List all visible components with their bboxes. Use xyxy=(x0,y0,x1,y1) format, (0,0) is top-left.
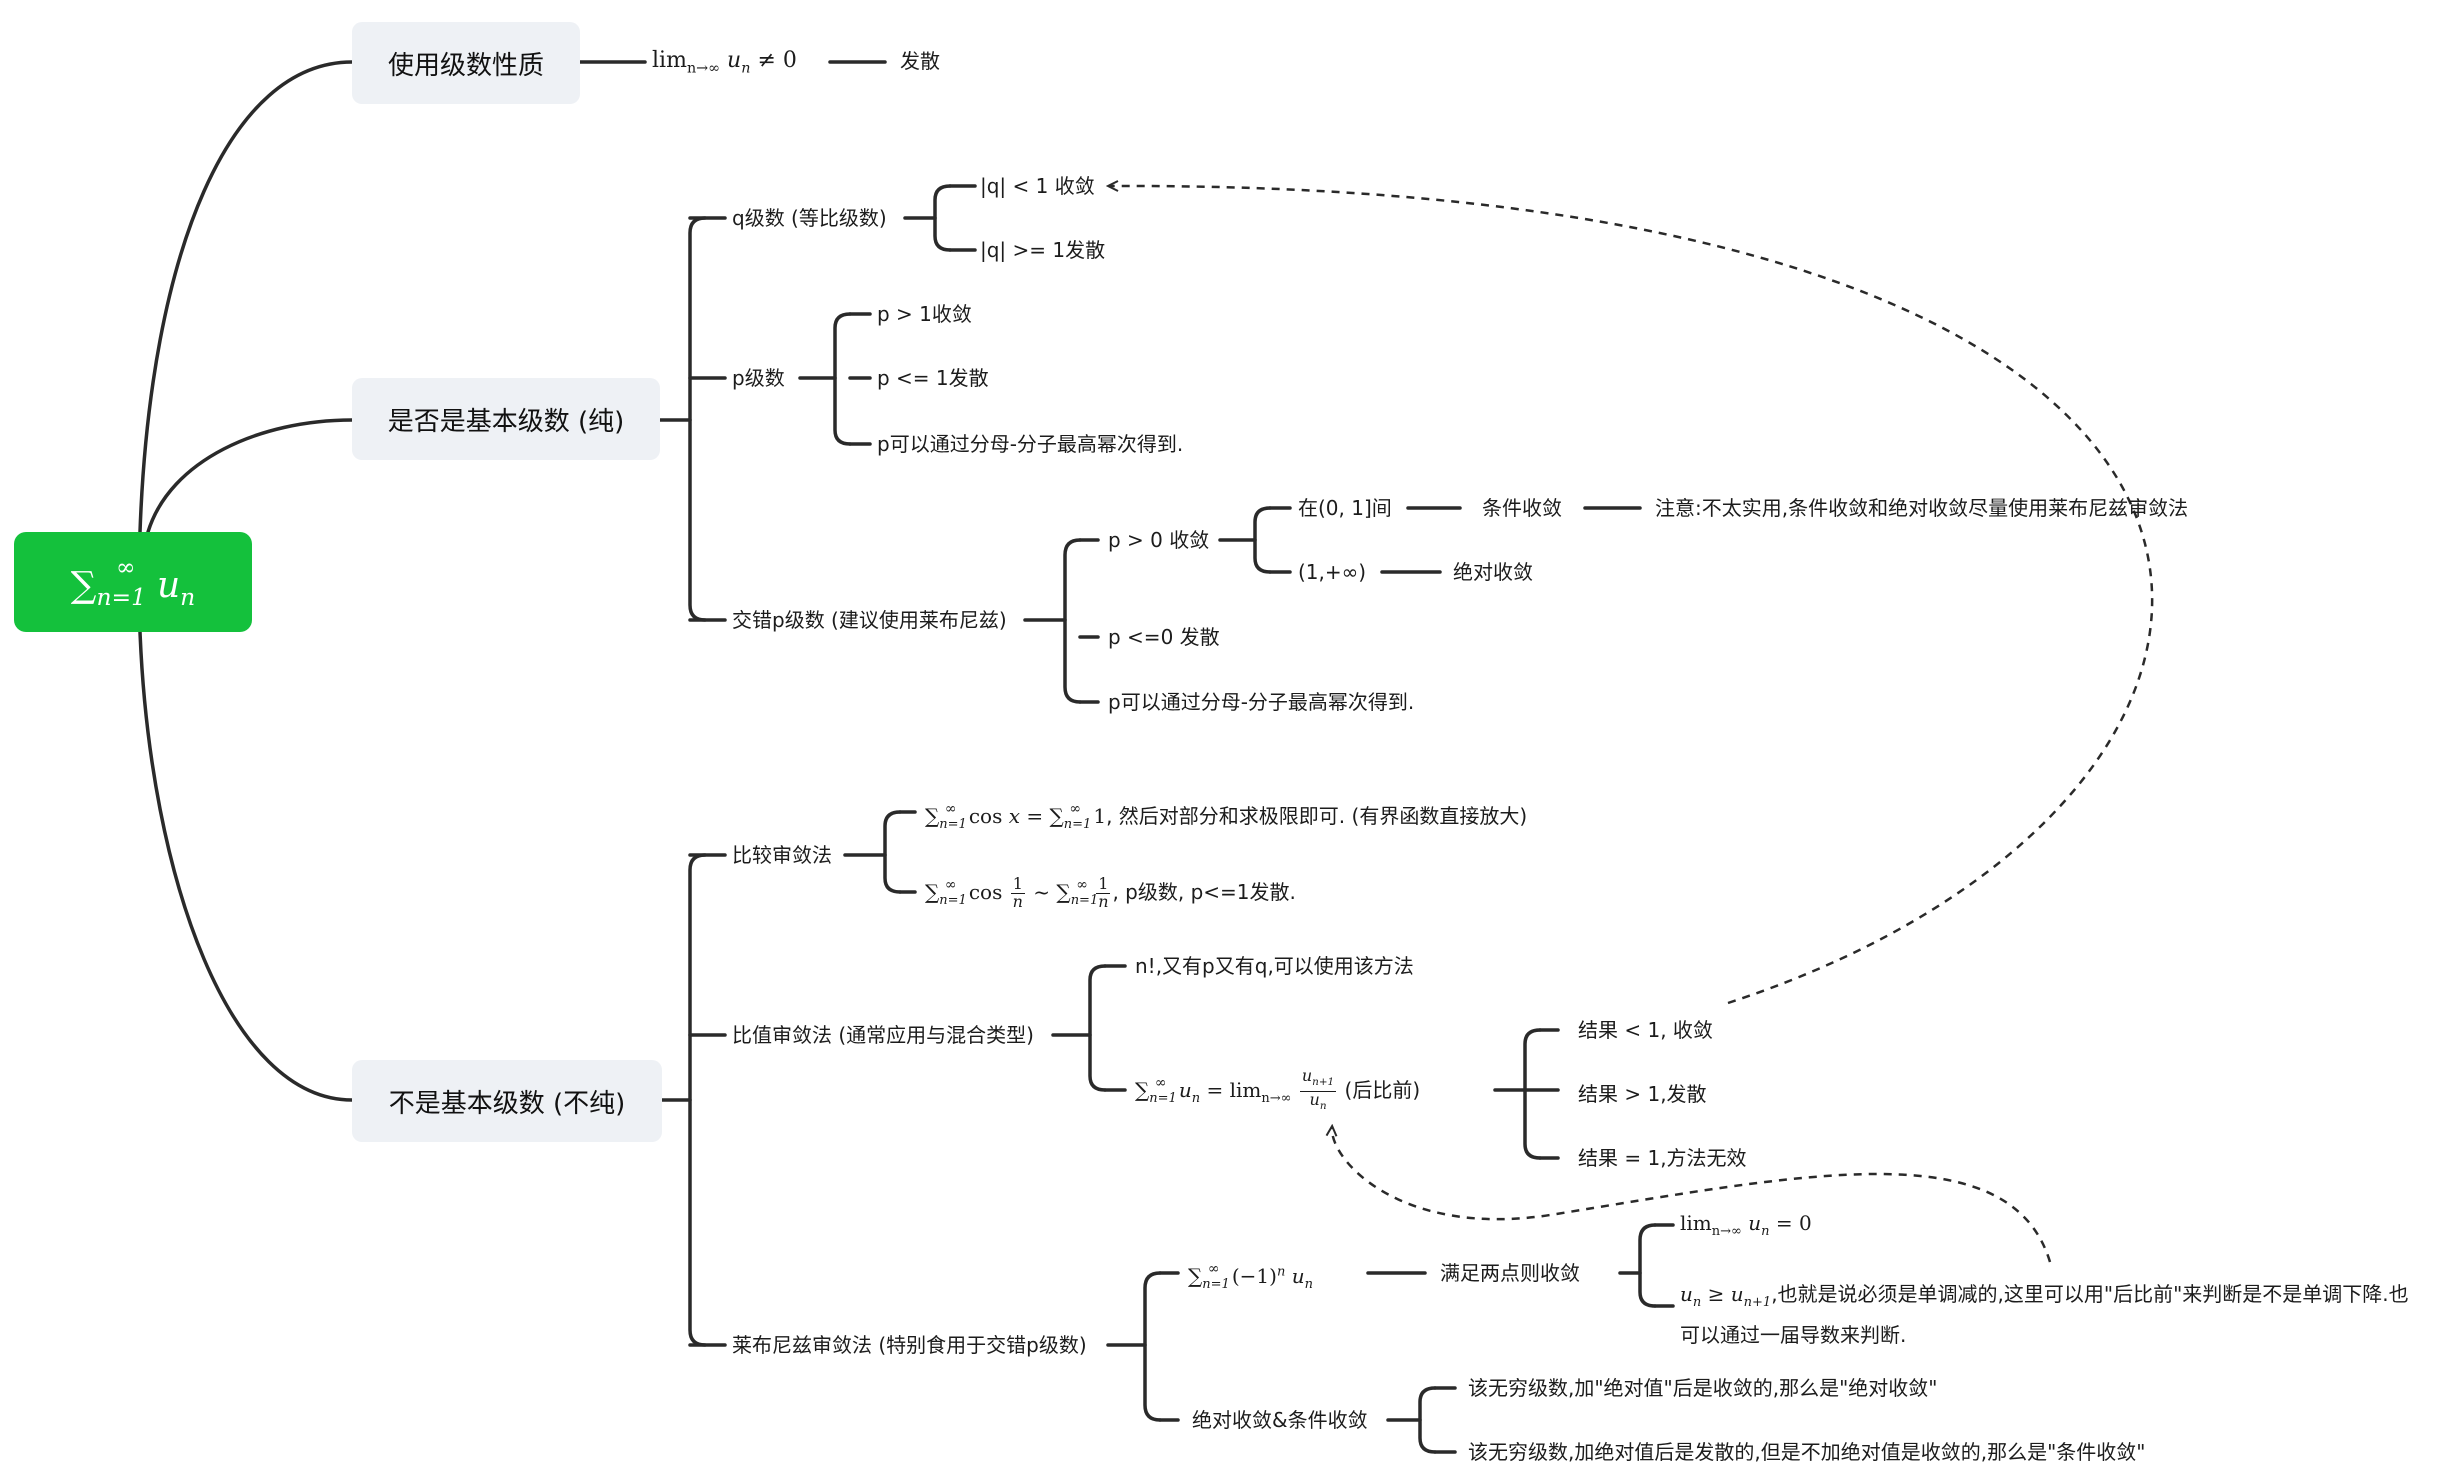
node-absolute-definition[interactable]: 该无穷级数,加"绝对值"后是收敛的,那么是"绝对收敛" xyxy=(1468,1376,1938,1400)
edge-root-nonbasic xyxy=(138,630,354,1102)
node-two-conditions[interactable]: 满足两点则收敛 xyxy=(1440,1261,1580,1285)
node-p-series[interactable]: p级数 xyxy=(732,366,785,390)
node-interval-0-1[interactable]: 在(0, 1]间 xyxy=(1298,496,1392,520)
node-absolute-convergence[interactable]: 绝对收敛 xyxy=(1453,560,1533,584)
node-interval-1-inf[interactable]: (1,+∞) xyxy=(1298,560,1367,584)
node-basic-series[interactable]: 是否是基本级数 (纯) xyxy=(352,378,660,460)
node-conditional-convergence[interactable]: 条件收敛 xyxy=(1482,496,1562,520)
node-series-property[interactable]: 使用级数性质 xyxy=(352,22,580,104)
node-alt-p-note[interactable]: p可以通过分母-分子最高幂次得到. xyxy=(1108,690,1415,714)
node-alt-p-series[interactable]: 交错p级数 (建议使用莱布尼兹) xyxy=(732,608,1007,632)
node-alt-note[interactable]: 注意:不太实用,条件收敛和绝对收敛尽量使用莱布尼兹审敛法 xyxy=(1655,496,2189,520)
edge-root-basic xyxy=(146,418,354,534)
node-ratio-test[interactable]: 比值审敛法 (通常应用与混合类型) xyxy=(732,1023,1034,1047)
node-q-converge[interactable]: |q| < 1 收敛 xyxy=(980,174,1095,198)
node-leibniz-monotone[interactable]: un ≥ un+1,也就是说必须是单调减的,这里可以用"后比前"来判断是不是单调… xyxy=(1680,1282,2409,1347)
node-q-series[interactable]: q级数 (等比级数) xyxy=(732,206,887,230)
edge-root-property xyxy=(138,60,354,534)
node-leibniz-limit-zero[interactable]: limn→∞ un = 0 xyxy=(1680,1211,1812,1239)
node-limit-nonzero[interactable]: limn→∞ un ≠ 0 xyxy=(652,48,797,77)
node-q-diverge[interactable]: |q| >= 1发散 xyxy=(980,238,1106,262)
node-ratio-less-than-one[interactable]: 结果 < 1, 收敛 xyxy=(1578,1018,1713,1042)
node-comparison-example-1[interactable]: ∑n=1∞ cos x = ∑n=1∞ 1, 然后对部分和求极限即可. (有界函… xyxy=(925,801,1528,832)
node-diverge[interactable]: 发散 xyxy=(900,49,940,73)
node-leibniz-test[interactable]: 莱布尼兹审敛法 (特别食用于交错p级数) xyxy=(732,1333,1087,1357)
node-not-basic-series[interactable]: 不是基本级数 (不纯) xyxy=(352,1060,662,1142)
node-alt-p-positive[interactable]: p > 0 收敛 xyxy=(1108,528,1210,552)
node-conditional-definition[interactable]: 该无穷级数,加绝对值后是发散的,但是不加绝对值是收敛的,那么是"条件收敛" xyxy=(1468,1440,2146,1464)
dashed-arrow-leibniz-to-ratio xyxy=(1332,1128,2052,1263)
node-ratio-equal-one[interactable]: 结果 = 1,方法无效 xyxy=(1578,1146,1747,1170)
node-comparison-test[interactable]: 比较审敛法 xyxy=(732,843,832,867)
node-p-diverge[interactable]: p <= 1发散 xyxy=(877,366,989,390)
dashed-arrow-ratio-to-q xyxy=(1110,186,2154,1005)
node-ratio-note[interactable]: n!,又有p又有q,可以使用该方法 xyxy=(1135,954,1414,978)
node-ratio-greater-than-one[interactable]: 结果 > 1,发散 xyxy=(1578,1082,1707,1106)
root-node[interactable]: ∑n=1∞ un xyxy=(14,532,252,632)
node-p-converge[interactable]: p > 1收敛 xyxy=(877,302,972,326)
node-abs-cond-convergence[interactable]: 绝对收敛&条件收敛 xyxy=(1192,1408,1368,1432)
node-p-note[interactable]: p可以通过分母-分子最高幂次得到. xyxy=(877,432,1184,456)
node-leibniz-series[interactable]: ∑n=1∞ (−1)n un xyxy=(1188,1261,1313,1292)
node-alt-p-nonpositive[interactable]: p <=0 发散 xyxy=(1108,625,1220,649)
